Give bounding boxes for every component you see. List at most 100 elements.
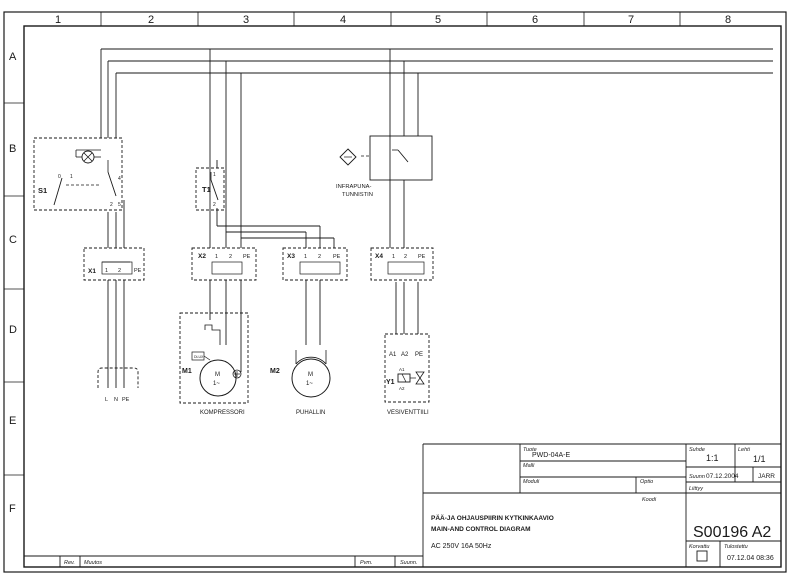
motor-phase: 1~ (306, 381, 313, 387)
plug-pe: PE (122, 397, 130, 403)
supply-rating: AC 250V 16A 50Hz (431, 543, 492, 550)
col-label: 7 (628, 14, 634, 26)
supply-plug: L N PE (97, 367, 139, 403)
terminal-pin: PE (418, 254, 426, 260)
suunn-label: Suunn (689, 474, 705, 480)
rev-label: Rev. (64, 560, 75, 566)
motor-m: M (215, 372, 220, 378)
suunn2-label: Suunn. (400, 560, 417, 566)
col-label: 4 (340, 14, 346, 26)
title-block (24, 443, 781, 567)
koodi-label: Koodi (642, 497, 657, 503)
outer-frame (3, 11, 787, 573)
motor-phase: 1~ (213, 381, 220, 387)
terminal-pin: PE (134, 268, 142, 274)
inner-frame (23, 25, 782, 568)
svg-text:1: 1 (70, 174, 73, 180)
checkbox-icon (696, 550, 708, 562)
title-en: MAIN-AND CONTROL DIAGRAM (431, 526, 531, 533)
row-label: F (9, 503, 16, 515)
puhallin-label: PUHALLIN (296, 410, 325, 416)
row-label: B (9, 143, 16, 155)
valve-a2: A2 (401, 352, 409, 358)
title-block-text: Tuote PWD-04A-E Malli Moduli Optio Koodi… (64, 447, 775, 566)
lehti-value: 1/1 (753, 454, 766, 464)
svg-text:5: 5 (118, 202, 121, 208)
terminal-x3 (282, 247, 348, 281)
terminal-pin: 1 (392, 254, 395, 260)
infrared-label-1: INFRAPUNA- (336, 184, 371, 190)
vesiventtiili-label: VESIVENTTIILI (387, 410, 429, 416)
muutos-label: Muutos (84, 560, 102, 566)
suhde-label: Suhde (689, 447, 705, 453)
thermostat-t1: T1 1 2 (195, 167, 225, 211)
row-label: D (9, 324, 17, 336)
sensor-icon (339, 148, 357, 166)
motor-m: M (308, 372, 313, 378)
m2-label: M2 (270, 368, 280, 375)
terminal-pin: PE (333, 254, 341, 260)
column-labels: 1 2 3 4 5 6 7 8 (55, 14, 731, 26)
terminal-blocks: X1 1 2 PE X2 1 2 PE X3 1 2 PE X4 1 2 PE (83, 247, 434, 281)
col-label: 8 (725, 14, 731, 26)
column-ticks (100, 12, 681, 26)
valve-a1: A1 (389, 352, 397, 358)
svg-text:A1: A1 (399, 367, 405, 372)
fan-m2: M2 M 1~ PUHALLIN (270, 350, 331, 416)
col-label: 2 (148, 14, 154, 26)
col-label: 3 (243, 14, 249, 26)
terminal-pin: 2 (229, 254, 232, 260)
terminal-pin: 2 (118, 268, 121, 274)
tulostettu-value: 07.12.04 08:36 (727, 555, 774, 562)
row-label: E (9, 415, 16, 427)
korvattu-label: Korvattu (689, 544, 709, 550)
title-fi: PÄÄ-JA OHJAUSPIIRIN KYTKINKAAVIO (431, 514, 554, 522)
svg-text:2: 2 (110, 202, 113, 208)
svg-text:4: 4 (118, 176, 121, 182)
malli-label: Malli (523, 463, 535, 469)
row-label: C (9, 234, 17, 246)
valve-icon (415, 371, 425, 385)
drawing-number: S00196 A2 (693, 524, 771, 541)
svg-text:1: 1 (213, 172, 216, 178)
tulostettu-label: Tulostettu (724, 544, 748, 550)
terminal-pin: PE (243, 254, 251, 260)
terminal-pin: 2 (318, 254, 321, 260)
suunn-by: JARR (758, 473, 775, 480)
infrared-label-2: TUNNISTIN (342, 192, 373, 198)
suhde-value: 1:1 (706, 453, 719, 463)
s1-label: S1 (38, 186, 47, 195)
t1-label: T1 (202, 185, 211, 194)
tuote-label: Tuote (523, 447, 537, 453)
terminal-pin: 1 (105, 268, 108, 274)
main-switch-s1: S1 0 1 4 2 5 (33, 137, 123, 211)
row-ticks (4, 102, 24, 476)
y1-label: Y1 (386, 379, 395, 386)
terminal-x4 (370, 247, 434, 281)
compressor-m1: DLUX M1 M 1~ KOMPRESSORI (179, 312, 249, 416)
svg-text:A2: A2 (399, 386, 405, 391)
optio-label: Optio (640, 479, 653, 485)
terminal-x2 (191, 247, 257, 281)
plug-n: N (114, 397, 118, 403)
terminal-id: X4 (375, 253, 383, 260)
row-label: A (9, 51, 17, 63)
terminal-id: X2 (198, 253, 206, 260)
svg-text:DLUX: DLUX (194, 355, 204, 359)
plug-l: L (105, 397, 108, 403)
col-label: 5 (435, 14, 441, 26)
pvm-label: Pvm. (360, 560, 373, 566)
col-label: 6 (532, 14, 538, 26)
m1-label: M1 (182, 368, 192, 375)
bus-wiring (100, 48, 773, 372)
terminal-pin: 2 (404, 254, 407, 260)
tuote-value: PWD-04A-E (532, 452, 570, 459)
row-labels: A B C D E F (9, 51, 17, 515)
terminal-pin: 1 (304, 254, 307, 260)
infrared-sensor: INFRAPUNA- TUNNISTIN (336, 135, 433, 198)
liittyy-label: Liittyy (689, 486, 704, 492)
terminal-x1 (83, 247, 145, 281)
kompressori-label: KOMPRESSORI (200, 410, 245, 416)
svg-text:0: 0 (58, 174, 61, 180)
